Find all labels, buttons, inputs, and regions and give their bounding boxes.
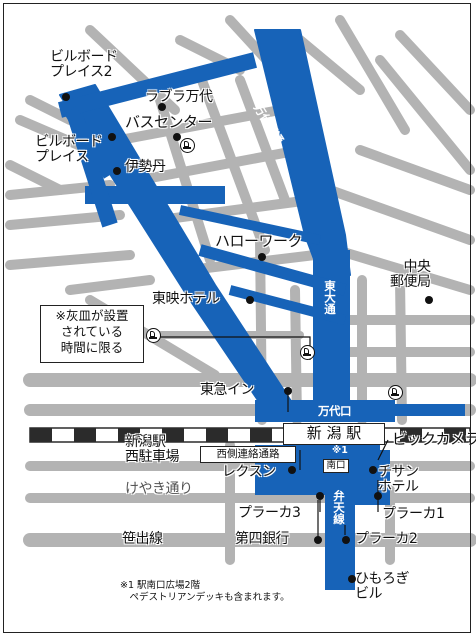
label-plaka2: プラーカ2	[355, 531, 418, 547]
smoking-area-icon	[300, 345, 315, 360]
landmark-dot-icon	[158, 103, 166, 111]
west-passage-box: 西側連絡通路	[200, 446, 296, 463]
top-left-blue-2	[64, 106, 116, 179]
label-benten-line: 弁天線	[332, 490, 346, 525]
label-lexon: レクスン	[222, 464, 276, 480]
landmark-dot-icon	[374, 492, 382, 500]
landmark-dot-icon	[288, 466, 296, 474]
road-ne-5	[355, 145, 475, 195]
grid-blue-3	[228, 285, 347, 325]
label-chuo-post-office: 中央 郵便局	[390, 259, 431, 290]
landmark-dot-icon	[173, 133, 181, 141]
label-keyaki-dori: けやき通り	[125, 481, 193, 497]
niigata-station-box: 新 潟 駅	[283, 423, 385, 445]
road-w-7	[5, 160, 65, 195]
footnote: ※1 駅南口広場2階 ペデストリアンデッキも含まれます。	[120, 580, 290, 603]
landmark-dot-icon	[108, 133, 116, 141]
smoking-area-icon	[180, 138, 195, 153]
higashi-odori-street	[313, 250, 350, 420]
label-billboard-place: ビルボード プレイス	[35, 134, 103, 165]
label-bic-camera: ビックカメラ	[392, 430, 476, 448]
road-w-3	[5, 250, 135, 270]
label-lovela-bandai: ラブラ万代	[145, 89, 213, 105]
label-south-exit: 南口	[323, 459, 349, 473]
smoking-area-icon	[388, 385, 403, 400]
smoking-area-icon	[146, 328, 161, 343]
rail-dashes	[30, 428, 466, 442]
leader-bic	[377, 439, 389, 461]
label-toei-hotel: 東映ホテル	[152, 291, 220, 307]
landmark-dot-icon	[369, 466, 377, 474]
landmark-dot-icon	[348, 575, 356, 583]
label-billboard-place-2: ビルボード プレイス2	[50, 49, 118, 80]
landmark-dot-icon	[62, 93, 70, 101]
top-left-blue-1	[58, 52, 257, 118]
road-ne-6	[325, 185, 475, 245]
label-bandai-exit: 万代口	[318, 404, 352, 418]
label-bus-center: バスセンター	[125, 113, 213, 131]
road-ne-1	[295, 35, 365, 95]
landmark-dot-icon	[284, 387, 292, 395]
grid-blue-2	[178, 205, 322, 245]
label-south-exit-note: ※1	[332, 445, 348, 456]
landmark-dot-icon	[342, 536, 350, 544]
road-ne-3	[375, 55, 475, 175]
label-higashi-odori: 東大通	[323, 280, 337, 315]
label-chisun-hotel: チサン ホテル	[378, 464, 419, 495]
road-ne-2	[335, 15, 410, 135]
label-hello-work: ハローワーク	[215, 232, 303, 250]
label-isetan: 伊勢丹	[125, 159, 166, 175]
landmark-dot-icon	[314, 536, 322, 544]
label-sasade-line: 笹出線	[122, 531, 163, 547]
landmark-dot-icon	[425, 296, 433, 304]
label-daishi-bank: 第四銀行	[235, 531, 290, 547]
road-center-7	[155, 95, 215, 265]
ashtray-note-box: ※灰皿が設置 されている 時間に限る	[40, 305, 144, 363]
station-plaza-blue	[255, 400, 395, 422]
landmark-dot-icon	[316, 492, 324, 500]
road-ne-4	[395, 30, 475, 115]
road-center-6	[235, 75, 290, 205]
label-plaka3: プラーカ3	[238, 505, 301, 521]
label-tokyu-inn: 東急イン	[200, 382, 255, 398]
grid-blue-1	[198, 244, 347, 296]
label-himorogi-bldg: ひもろぎ ビル	[355, 571, 410, 602]
landmark-dot-icon	[258, 253, 266, 261]
label-plaka1: プラーカ1	[382, 506, 445, 522]
landmark-dot-icon	[246, 296, 254, 304]
label-niigata-west-parking: 新潟駅 西駐車場	[125, 434, 180, 465]
landmark-dot-icon	[113, 167, 121, 175]
gray-roads	[5, 15, 476, 565]
road-w-4	[65, 275, 155, 295]
south-east-blue	[355, 450, 390, 505]
